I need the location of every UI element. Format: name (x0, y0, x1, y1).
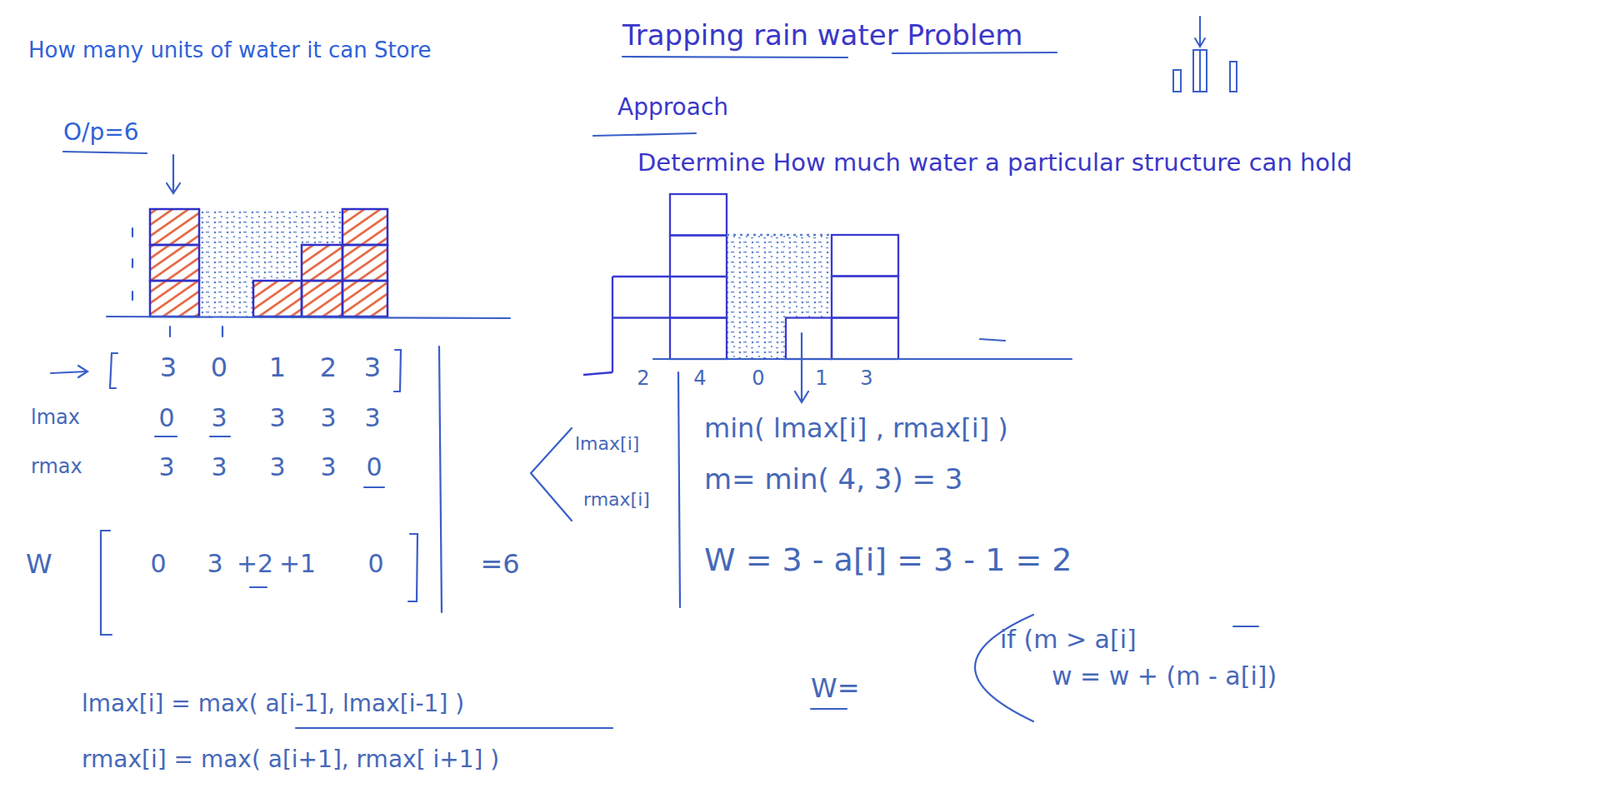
array-cell: 0 (210, 352, 228, 384)
table-cell: 0 (365, 453, 382, 483)
table-cell: 0 (158, 404, 175, 434)
bar-height: 0 (751, 367, 765, 391)
table-cell: 3 (269, 453, 285, 483)
output-note: O/p=6 (63, 119, 140, 146)
right-bars (583, 194, 899, 375)
table-cell: 3 (158, 453, 175, 483)
array-cell: 1 (269, 352, 286, 384)
mini-sketch (1173, 16, 1237, 92)
array-cell: 3 (160, 352, 177, 384)
formula: m= min( 4, 3) = 3 (704, 463, 963, 496)
diagram-title: Trapping rain water Problem (622, 19, 1023, 52)
formula: rmax[i] = max( a[i+1], rmax[ i+1] ) (81, 746, 500, 774)
section-heading: Approach (617, 94, 729, 121)
table-cell: 3 (210, 453, 227, 483)
approach-note: Determine How much water a particular st… (637, 149, 1353, 177)
table-cell: 3 (364, 404, 380, 434)
total-value: =6 (480, 549, 520, 580)
formula: W= (810, 673, 860, 705)
table-cell: 3 (206, 550, 223, 580)
table-cell: 3 (269, 404, 285, 434)
table-cell: 3 (320, 453, 336, 483)
formula: w = w + (m - a[i]) (1051, 662, 1277, 692)
table-cell: +2 (236, 550, 274, 580)
table-cell: 0 (150, 550, 166, 580)
formula: if (m > a[i] (1000, 625, 1137, 655)
bar-height: 4 (693, 367, 706, 391)
left-bars (150, 209, 388, 317)
formula: W = 3 - a[i] = 3 - 1 = 2 (704, 542, 1073, 580)
row-label: W (25, 549, 53, 580)
table-cell: +1 (279, 550, 316, 580)
question-note: How many units of water it can Store (28, 38, 432, 64)
table-cell: 0 (367, 550, 384, 580)
array-cell: 3 (364, 352, 381, 384)
row-label: rmax (30, 455, 83, 480)
bar-height: 3 (860, 367, 873, 391)
table-cell: 3 (210, 404, 227, 434)
formula: lmax[i] = max( a[i-1], lmax[i-1] ) (81, 690, 465, 718)
formula: min( lmax[i] , rmax[i] ) (704, 413, 1009, 445)
bracket-item: rmax[i] (583, 489, 650, 510)
bar-height: 2 (636, 367, 650, 391)
bracket-item: lmax[i] (575, 433, 640, 455)
right-water (726, 235, 832, 360)
table-cell: 3 (320, 404, 336, 434)
left-water (199, 209, 343, 317)
array-cell: 2 (320, 352, 337, 384)
bar-height: 1 (815, 367, 828, 391)
row-label: lmax (30, 406, 80, 430)
left-sketch-lines (50, 151, 613, 729)
